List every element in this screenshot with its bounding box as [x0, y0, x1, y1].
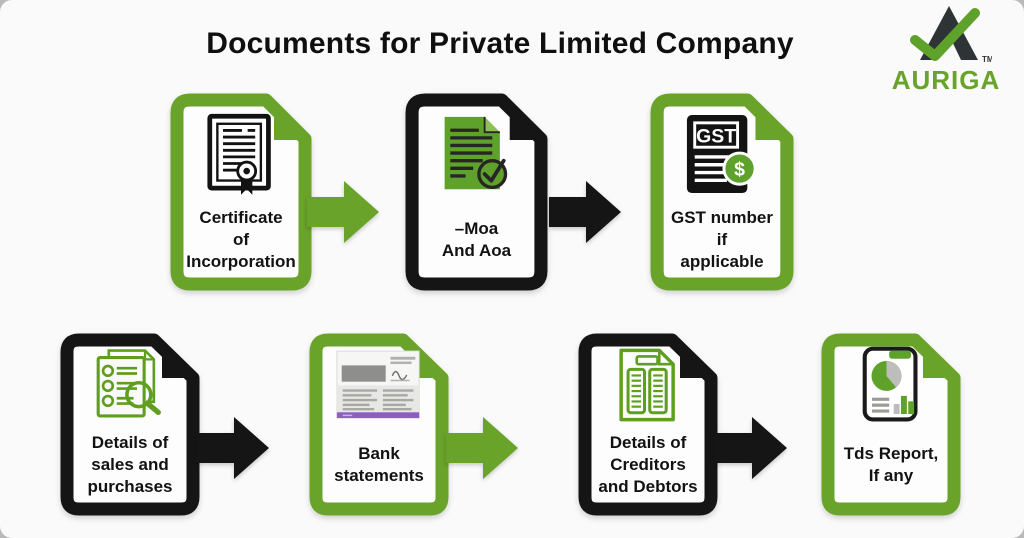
gst-icon-text: GST	[696, 125, 736, 147]
card-label: Details of sales and purchases	[87, 432, 173, 496]
dollar-icon: $	[734, 158, 745, 180]
document-card-sales-purchases: Details of sales and purchases	[60, 333, 200, 516]
card-label: Details of Creditors and Debtors	[598, 432, 698, 496]
bank-statement-icon	[336, 350, 420, 418]
document-card-certificate: Certificate of Incorporation	[170, 93, 312, 291]
flow-arrow-green	[304, 181, 382, 243]
card-label: GST number if applicable	[670, 208, 773, 271]
document-card-tds-report: Tds Report, If any	[821, 333, 961, 516]
flow-arrow-black	[546, 181, 624, 243]
document-card-creditors-debtors: Details of Creditors and Debtors	[578, 333, 718, 516]
brand-name: AURIGA	[891, 65, 1001, 95]
trademark-text: TM	[982, 55, 992, 64]
card-label: Certificate of Incorporation	[186, 208, 296, 271]
auriga-logo: TM AURIGA	[876, 4, 1016, 96]
auriga-logo-mark-icon: TM	[910, 6, 994, 64]
gst-invoice-icon: GST $	[686, 115, 757, 193]
card-label: –Moa And Aoa	[441, 219, 512, 260]
document-outline-black	[578, 333, 718, 516]
flow-arrow-black	[712, 417, 790, 479]
flow-arrow-black	[194, 417, 272, 479]
card-label: Bank statements	[334, 443, 424, 485]
document-card-gst: GST $ GST number if applicable	[650, 93, 794, 291]
flow-arrow-green	[443, 417, 521, 479]
document-card-moa-aoa: –Moa And Aoa	[405, 93, 548, 291]
certificate-seal-icon	[207, 113, 271, 195]
document-card-bank-statements: Bank statements	[309, 333, 449, 516]
checklist-magnifier-icon	[96, 349, 161, 418]
card-label: Tds Report, If any	[843, 443, 939, 485]
page-title: Documents for Private Limited Company	[206, 27, 794, 60]
document-outline-green	[821, 333, 961, 516]
report-charts-icon	[862, 346, 918, 422]
ledger-columns-icon	[619, 348, 675, 422]
checked-document-icon	[444, 116, 507, 190]
